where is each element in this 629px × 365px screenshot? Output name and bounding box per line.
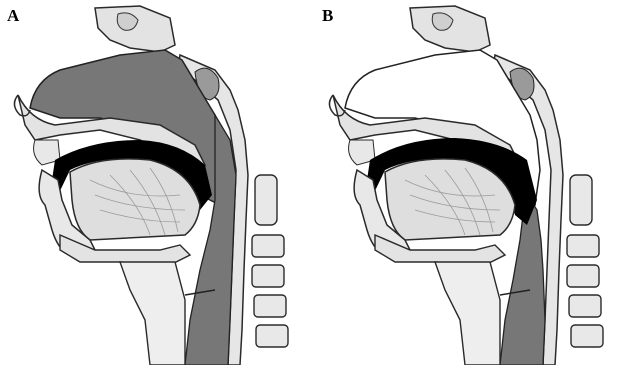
sphenoid-bone bbox=[95, 6, 175, 52]
panel-b: B bbox=[315, 0, 629, 365]
sagittal-head-diagram-b bbox=[315, 0, 629, 365]
panel-label-a: A bbox=[7, 6, 19, 26]
vertebrae bbox=[252, 175, 288, 347]
neck-tissue bbox=[435, 262, 500, 365]
panel-label-b: B bbox=[322, 6, 333, 26]
panel-a: A bbox=[0, 0, 314, 365]
sagittal-head-diagram-a bbox=[0, 0, 314, 365]
neck-tissue bbox=[120, 262, 185, 365]
sphenoid-bone bbox=[410, 6, 490, 52]
vertebrae bbox=[567, 175, 603, 347]
